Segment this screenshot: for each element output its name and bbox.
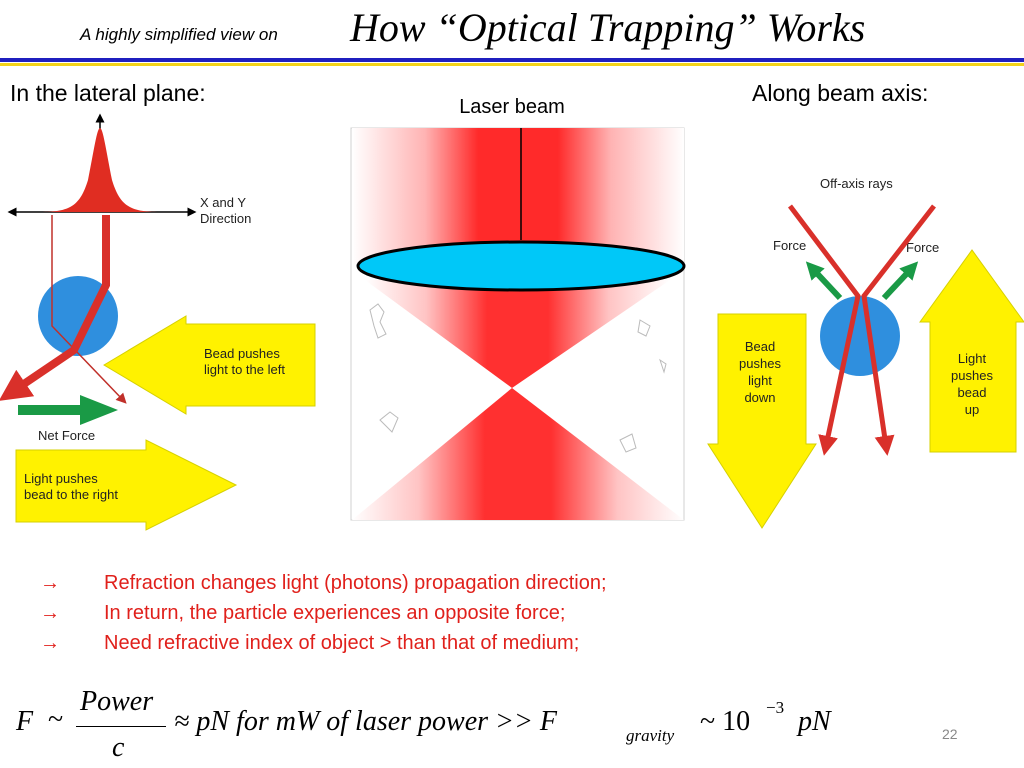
- light-push-up-line-3: bead: [958, 385, 987, 400]
- bullet-list: → Refraction changes light (photons) pro…: [40, 572, 940, 662]
- axial-diagram: Off-axis rays Force Force Bead pushes li…: [707, 176, 1024, 529]
- axial-heading: Along beam axis:: [752, 80, 929, 106]
- bullet-item: → Need refractive index of object > than…: [40, 632, 940, 662]
- force-arrow-right: [881, 261, 919, 301]
- axis-label-2: Direction: [200, 211, 251, 226]
- lateral-diagram: X and Y Direction Net Force Bead pushes …: [0, 113, 316, 531]
- bead-push-label-2: light to the left: [204, 362, 285, 377]
- force-label-right: Force: [906, 240, 939, 255]
- bead-push-down-line-2: pushes: [739, 356, 781, 371]
- light-push-up-line-2: pushes: [951, 368, 993, 383]
- formula-tilde: ~: [48, 704, 64, 735]
- offaxis-label: Off-axis rays: [820, 176, 893, 191]
- title-prefix: A highly simplified view on: [80, 25, 278, 44]
- formula-fraction-bar: [76, 726, 166, 727]
- light-push-label-1: Light pushes: [24, 471, 98, 486]
- page-title: How “Optical Trapping” Works: [350, 5, 866, 50]
- bead-push-down-line-1: Bead: [745, 339, 775, 354]
- title-rule-yellow: [0, 63, 1024, 66]
- converging-cone: [365, 280, 670, 388]
- axial-bead: [820, 296, 900, 376]
- ray-left: [788, 204, 861, 456]
- bead-pushes-light-down-arrow: [707, 313, 817, 529]
- axis-label-1: X and Y: [200, 195, 246, 210]
- title-rule-blue: [0, 58, 1024, 62]
- title-bar: A highly simplified view on How “Optical…: [0, 0, 1024, 60]
- page-number: 22: [942, 726, 958, 742]
- bullet-arrow-icon: →: [40, 602, 60, 624]
- thin-ray: [51, 215, 127, 404]
- lateral-heading: In the lateral plane:: [10, 80, 206, 106]
- bullet-arrow-icon: →: [40, 572, 60, 594]
- light-push-label-2: bead to the right: [24, 487, 118, 502]
- formula-ten: ~ 10: [700, 706, 751, 737]
- bullet-text: Refraction changes light (photons) propa…: [104, 572, 607, 594]
- force-formula: F ~ Power c ≈ pN for mW of laser power >…: [14, 686, 894, 768]
- formula-exponent: −3: [766, 698, 785, 717]
- gaussian-profile: [40, 128, 160, 212]
- bullet-item: → Refraction changes light (photons) pro…: [40, 572, 940, 602]
- force-label-left: Force: [773, 238, 806, 253]
- formula-F: F: [16, 706, 34, 737]
- light-pushes-bead-arrow: [15, 439, 238, 531]
- formula-denominator: c: [112, 732, 125, 763]
- light-push-up-line-4: up: [965, 402, 979, 417]
- light-pushes-bead-up-arrow: [919, 249, 1024, 453]
- bullet-text: Need refractive index of object > than t…: [104, 632, 580, 654]
- thick-ray: [0, 215, 110, 401]
- formula-gravity-sub: gravity: [626, 726, 675, 745]
- diverging-cone: [352, 388, 684, 520]
- net-force-arrow: [18, 395, 118, 425]
- lens: [356, 240, 686, 292]
- bullet-item: → In return, the particle experiences an…: [40, 602, 940, 632]
- laser-beam-label: Laser beam: [459, 96, 565, 118]
- formula-numerator: Power: [80, 686, 154, 717]
- bead-push-down-line-4: down: [744, 390, 775, 405]
- ray-right: [861, 204, 936, 456]
- bead-push-down-line-3: light: [748, 373, 772, 388]
- bullet-arrow-icon: →: [40, 632, 60, 654]
- laser-diagram: Laser beam: [350, 96, 686, 521]
- formula-main: ≈ pN for mW of laser power >> F: [174, 706, 557, 737]
- net-force-label: Net Force: [38, 428, 95, 443]
- bullet-text: In return, the particle experiences an o…: [104, 602, 566, 624]
- bead-pushes-light-arrow: [103, 315, 316, 415]
- background-scribbles: [369, 303, 667, 453]
- formula-unit: pN: [798, 706, 831, 737]
- force-arrow-left: [805, 261, 843, 301]
- bead-push-label-1: Bead pushes: [204, 346, 280, 361]
- light-push-up-line-1: Light: [958, 351, 987, 366]
